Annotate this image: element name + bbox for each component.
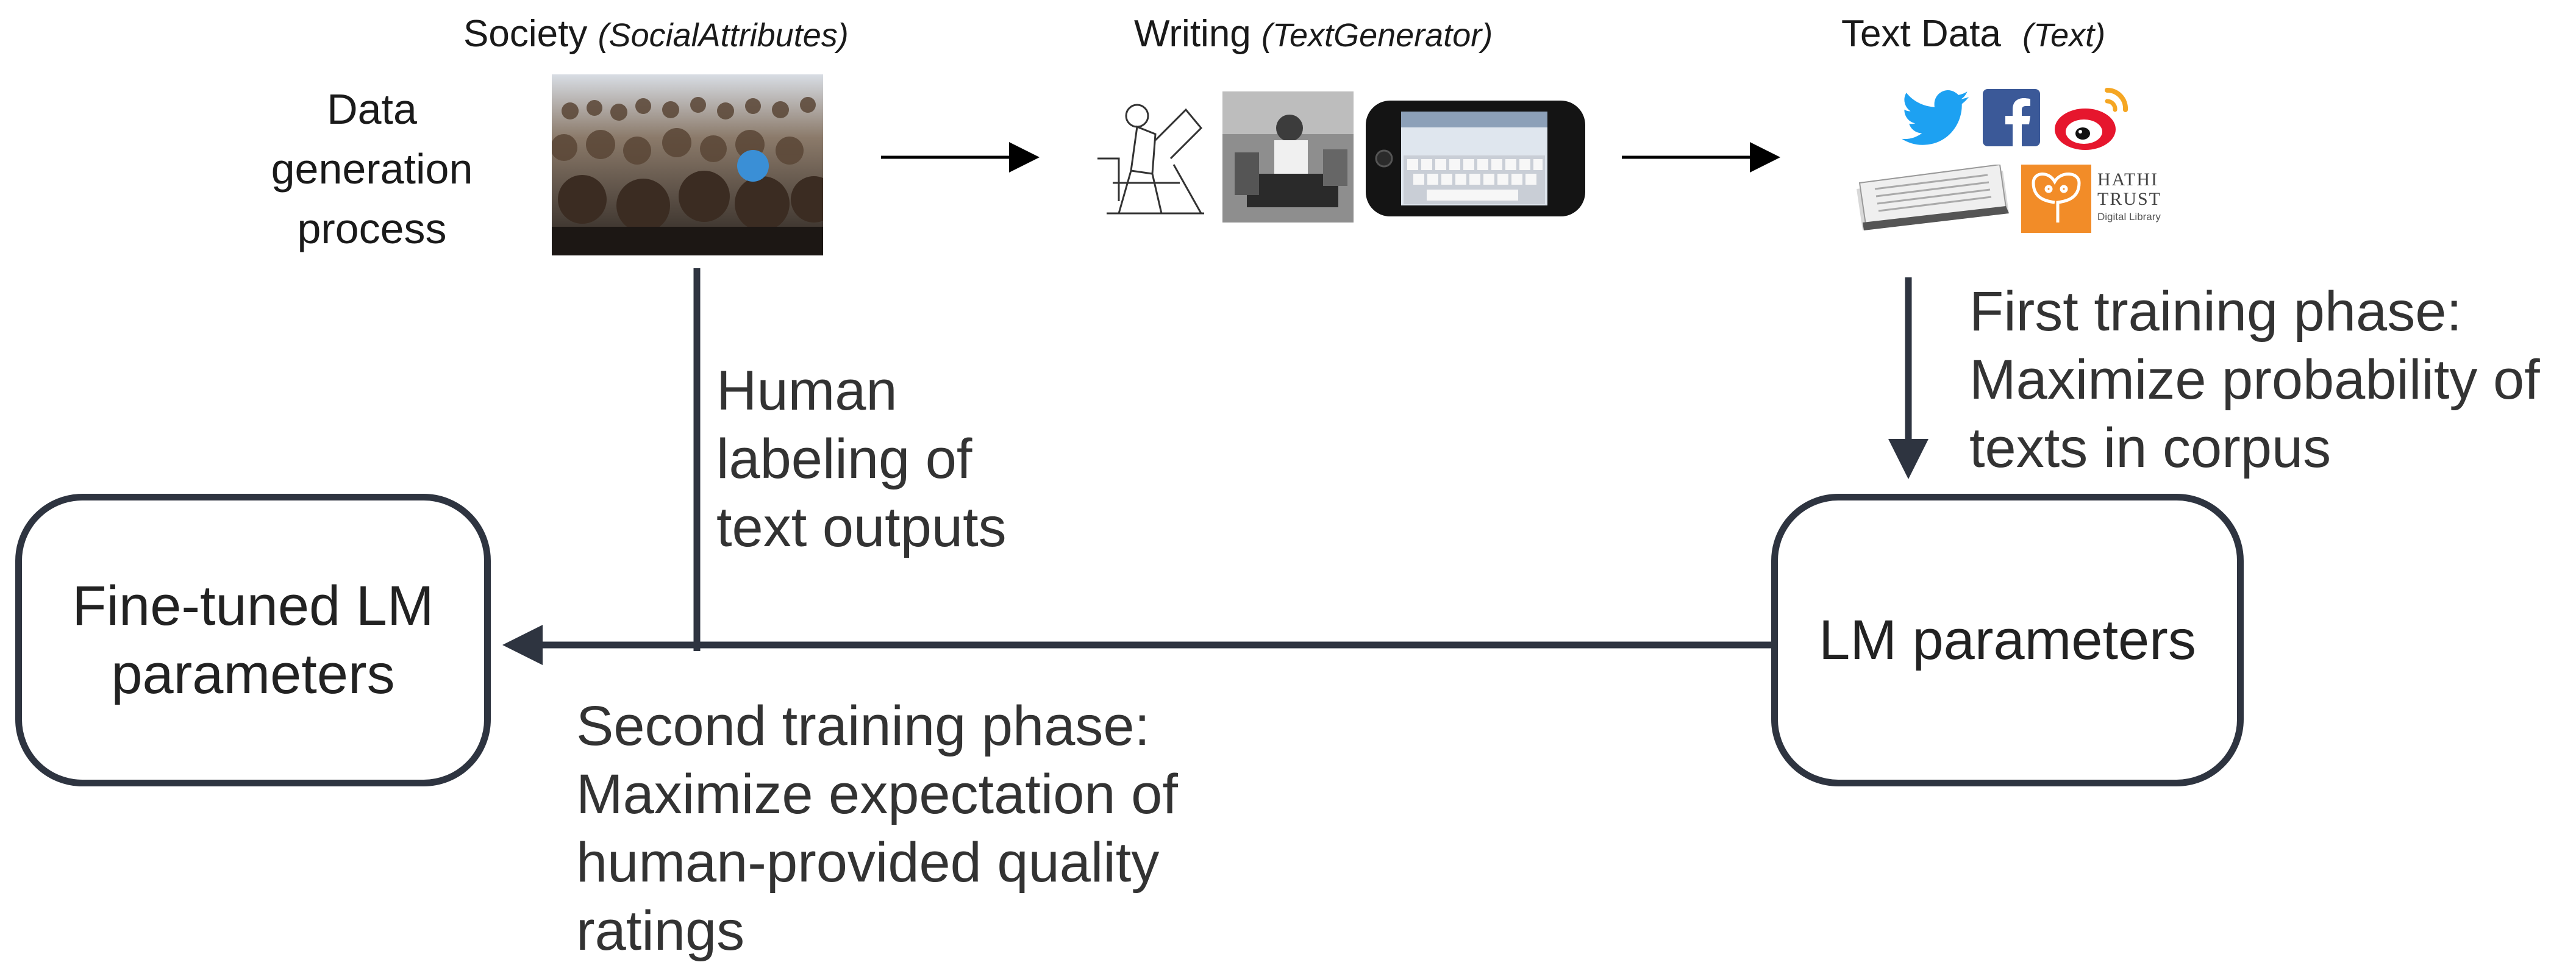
first-phase-line-2: Maximize probability of <box>1969 349 2540 411</box>
crowd-image <box>552 74 823 255</box>
weibo-icon <box>2055 87 2128 150</box>
hathi-line1: HATHI <box>2097 169 2158 190</box>
hathi-line2: TRUST <box>2097 189 2162 209</box>
writing-title-text: Writing <box>1134 13 1251 55</box>
facebook-glyph <box>2005 98 2030 146</box>
society-title-text: Society <box>463 13 588 55</box>
text-data-subtitle: (Text) <box>2022 17 2106 54</box>
twitter-icon <box>1901 90 1969 145</box>
scribe-sketch-image <box>1094 91 1210 219</box>
human-labeling-line-1: Human <box>716 360 897 422</box>
human-labeling-line-3: text outputs <box>716 496 1007 558</box>
facebook-icon <box>1983 89 2040 146</box>
human-labeling-line-2: labeling of <box>716 428 972 490</box>
text-data-title: Text Data (Text) <box>1841 12 2105 55</box>
first-phase-line-1: First training phase: <box>1969 280 2462 343</box>
text-data-title-text: Text Data <box>1841 13 2001 55</box>
writing-title: Writing (TextGenerator) <box>1134 12 1493 55</box>
data-generation-label: Data generation process <box>271 85 473 252</box>
second-phase-line-2: Maximize expectation of <box>576 763 1178 825</box>
society-subtitle: (SocialAttributes) <box>598 17 849 54</box>
finetuned-lm-line-2: parameters <box>111 643 395 705</box>
first-phase-line-3: texts in corpus <box>1969 417 2332 479</box>
second-phase-line-4: ratings <box>576 900 745 962</box>
second-phase-caption: Second training phase: Maximize expectat… <box>576 692 1178 965</box>
smartphone-image <box>1366 101 1585 216</box>
hathi-line3: Digital Library <box>2097 211 2161 223</box>
first-phase-caption: First training phase: Maximize probabili… <box>1969 277 2540 482</box>
hathi-elephant-icon <box>2021 165 2091 233</box>
newspapers-image <box>1857 165 2009 230</box>
finetuned-lm-box: Fine-tuned LM parameters <box>15 494 491 786</box>
second-phase-line-1: Second training phase: <box>576 695 1151 757</box>
society-title: Society (SocialAttributes) <box>463 12 849 55</box>
writing-subtitle: (TextGenerator) <box>1261 17 1493 54</box>
lm-parameters-label: LM parameters <box>1819 609 2196 671</box>
lm-parameters-box: LM parameters <box>1771 494 2244 786</box>
human-labeling-caption: Human labeling of text outputs <box>716 357 1007 561</box>
finetuned-lm-line-1: Fine-tuned LM <box>72 575 434 637</box>
second-phase-line-3: human-provided quality <box>576 831 1160 894</box>
hathi-trust-logo: HATHI TRUST Digital Library <box>2021 165 2180 233</box>
typewriter-photo-image <box>1222 91 1354 223</box>
